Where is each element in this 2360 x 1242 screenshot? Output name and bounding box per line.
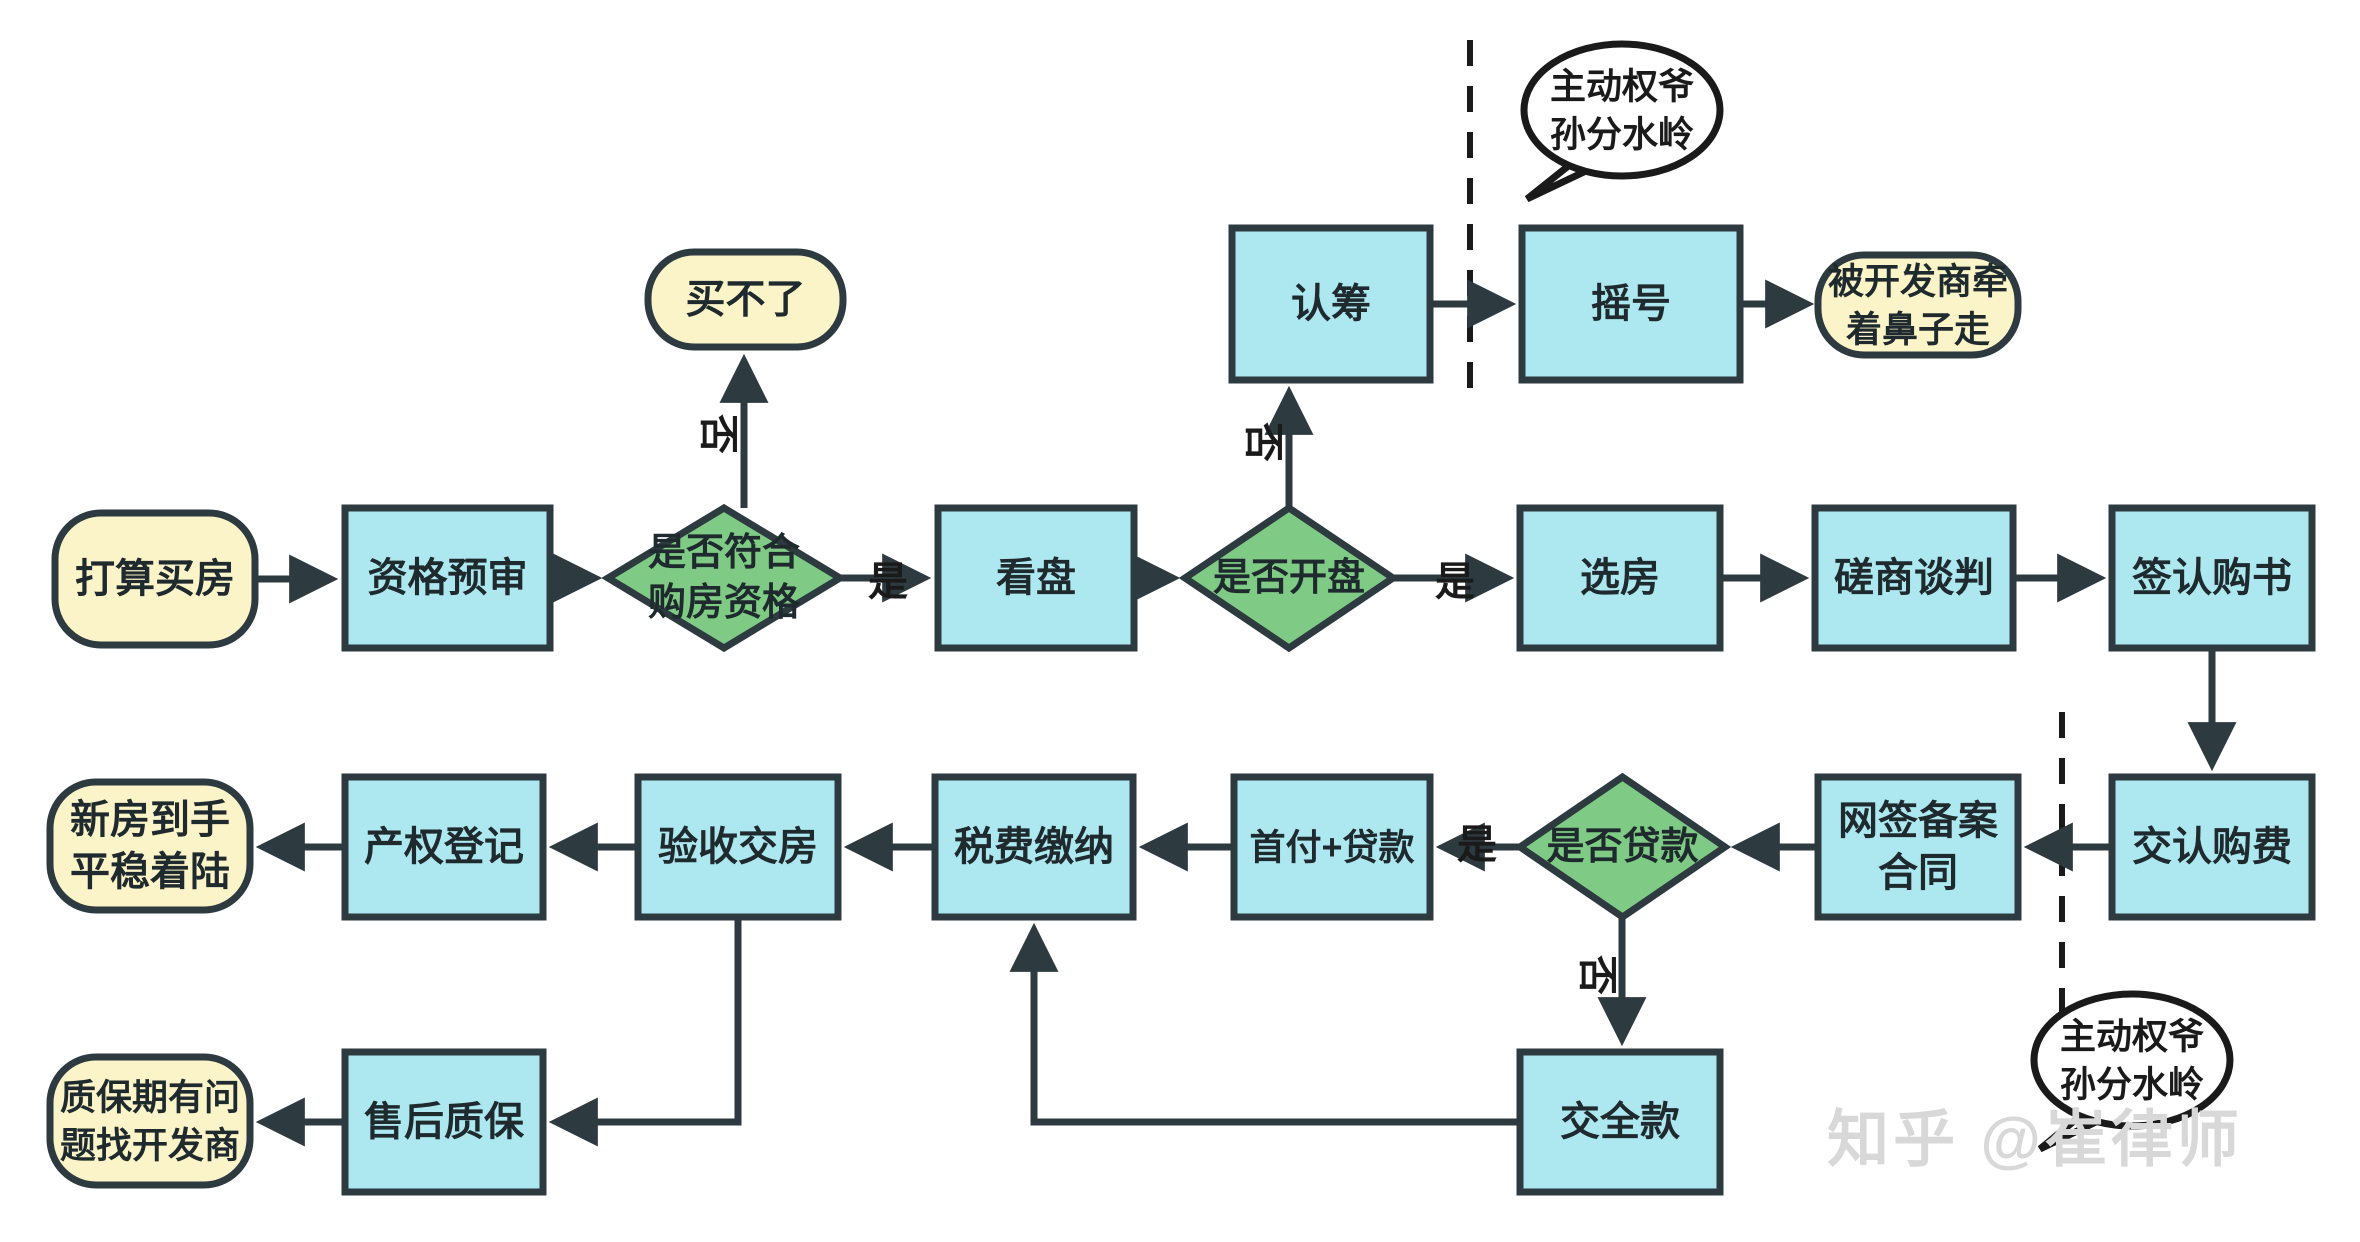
node-label: 交全款 <box>1560 1099 1680 1144</box>
node-看盘[interactable]: 看盘 <box>934 504 1138 652</box>
node-售后质保[interactable]: 售后质保 <box>341 1048 547 1196</box>
node-买不了[interactable]: 买不了 <box>644 248 847 351</box>
node-摇号[interactable]: 摇号 <box>1518 224 1744 384</box>
process-box <box>2108 504 2316 652</box>
node-签认购书[interactable]: 签认购书 <box>2108 504 2316 652</box>
node-label: 购房资格 <box>648 582 801 624</box>
edge-label-opening-no: 否 <box>1241 422 1285 462</box>
callout-body <box>1520 40 1724 180</box>
process-box <box>1518 224 1744 384</box>
edge-acceptance-to-aftersales <box>548 917 742 1147</box>
node-资格预审[interactable]: 资格预审 <box>341 504 554 652</box>
node-产权登记[interactable]: 产权登记 <box>341 773 547 921</box>
node-label: 验收交房 <box>658 825 818 869</box>
process-box <box>1811 504 2017 652</box>
node-label: 签认购书 <box>2132 556 2292 600</box>
process-box <box>1516 1048 1724 1196</box>
process-box <box>341 504 554 652</box>
node-label: 是否开盘 <box>1213 556 1365 599</box>
edge-label-opening-yes: 是 <box>1435 560 1475 604</box>
node-label: 题找开发商 <box>60 1125 240 1166</box>
node-label: 看盘 <box>996 555 1076 600</box>
edge-label-loan-yes: 是 <box>1457 823 1497 867</box>
node-label: 买不了 <box>686 278 806 322</box>
process-box <box>931 773 1137 921</box>
process-box <box>634 773 842 921</box>
node-label: 磋商谈判 <box>1834 556 1994 600</box>
node-交认购费[interactable]: 交认购费 <box>2108 773 2316 921</box>
node-label: 合同 <box>1878 851 1958 895</box>
connectors <box>255 279 2237 1147</box>
node-打算买房[interactable]: 打算买房 <box>51 509 259 649</box>
terminal-pill <box>51 509 259 649</box>
node-交全款[interactable]: 交全款 <box>1516 1048 1724 1196</box>
edge-label-loan-no: 否 <box>1575 955 1619 995</box>
terminal-pill <box>46 1053 254 1189</box>
process-box <box>1516 504 1724 652</box>
node-label: 是否贷款 <box>1546 826 1698 868</box>
decision-diamond <box>601 503 847 653</box>
decision-diamond <box>1178 503 1400 653</box>
callout-label: 孙分水岭 <box>1550 114 1694 155</box>
node-税费缴纳[interactable]: 税费缴纳 <box>931 773 1137 921</box>
node-label: 着鼻子走 <box>1846 309 1990 350</box>
node-是否开盘[interactable]: 是否开盘 <box>1178 503 1400 653</box>
process-box <box>934 504 1138 652</box>
node-label: 资格预审 <box>368 556 528 600</box>
process-box <box>1228 224 1434 384</box>
process-box <box>341 1048 547 1196</box>
edge-label-qualified-yes: 是 <box>868 560 908 604</box>
node-认筹[interactable]: 认筹 <box>1228 224 1434 384</box>
process-box <box>1814 773 2022 921</box>
callout-label: 主动权爷 <box>2060 1016 2204 1057</box>
terminal-pill <box>46 778 254 914</box>
node-label: 网签备案 <box>1838 799 1999 843</box>
process-box <box>1230 773 1434 921</box>
callout-body <box>2030 990 2234 1130</box>
node-label: 认筹 <box>1291 282 1371 326</box>
node-label: 新房到手 <box>70 798 230 842</box>
node-label: 产权登记 <box>364 825 524 869</box>
node-首付+贷款[interactable]: 首付+贷款 <box>1230 773 1434 921</box>
edge-fullpayment-to-tax <box>1009 922 1520 1126</box>
node-label: 摇号 <box>1591 282 1671 326</box>
node-label: 交认购费 <box>2132 825 2292 869</box>
terminal-pill <box>1814 251 2022 359</box>
node-选房[interactable]: 选房 <box>1516 504 1724 652</box>
callout-label: 主动权爷 <box>1550 66 1694 107</box>
node-label: 质保期有问 <box>60 1077 240 1118</box>
process-box <box>2108 773 2316 921</box>
node-label: 选房 <box>1580 556 1660 600</box>
node-label: 税费缴纳 <box>954 825 1114 869</box>
process-box <box>341 773 547 921</box>
node-label: 平稳着陆 <box>70 850 230 894</box>
node-验收交房[interactable]: 验收交房 <box>634 773 842 921</box>
node-是否贷款[interactable]: 是否贷款 <box>1513 772 1732 922</box>
watermark-text: 知乎 @崔律师 <box>1827 1106 2243 1175</box>
node-磋商谈判[interactable]: 磋商谈判 <box>1811 504 2017 652</box>
node-label: 首付+贷款 <box>1249 827 1414 868</box>
node-label: 被开发商牵 <box>1828 261 2008 302</box>
decision-diamond <box>1513 772 1732 922</box>
terminal-pill <box>644 248 847 351</box>
node-label: 是否符合 <box>648 532 800 574</box>
node-label: 售后质保 <box>364 1100 525 1144</box>
edge-label-qualified-no: 否 <box>696 414 740 454</box>
callout-label: 孙分水岭 <box>2060 1064 2204 1105</box>
node-label: 打算买房 <box>75 557 235 601</box>
edge-labels-layer: 否 是 否 是 是 否 <box>696 414 1619 995</box>
